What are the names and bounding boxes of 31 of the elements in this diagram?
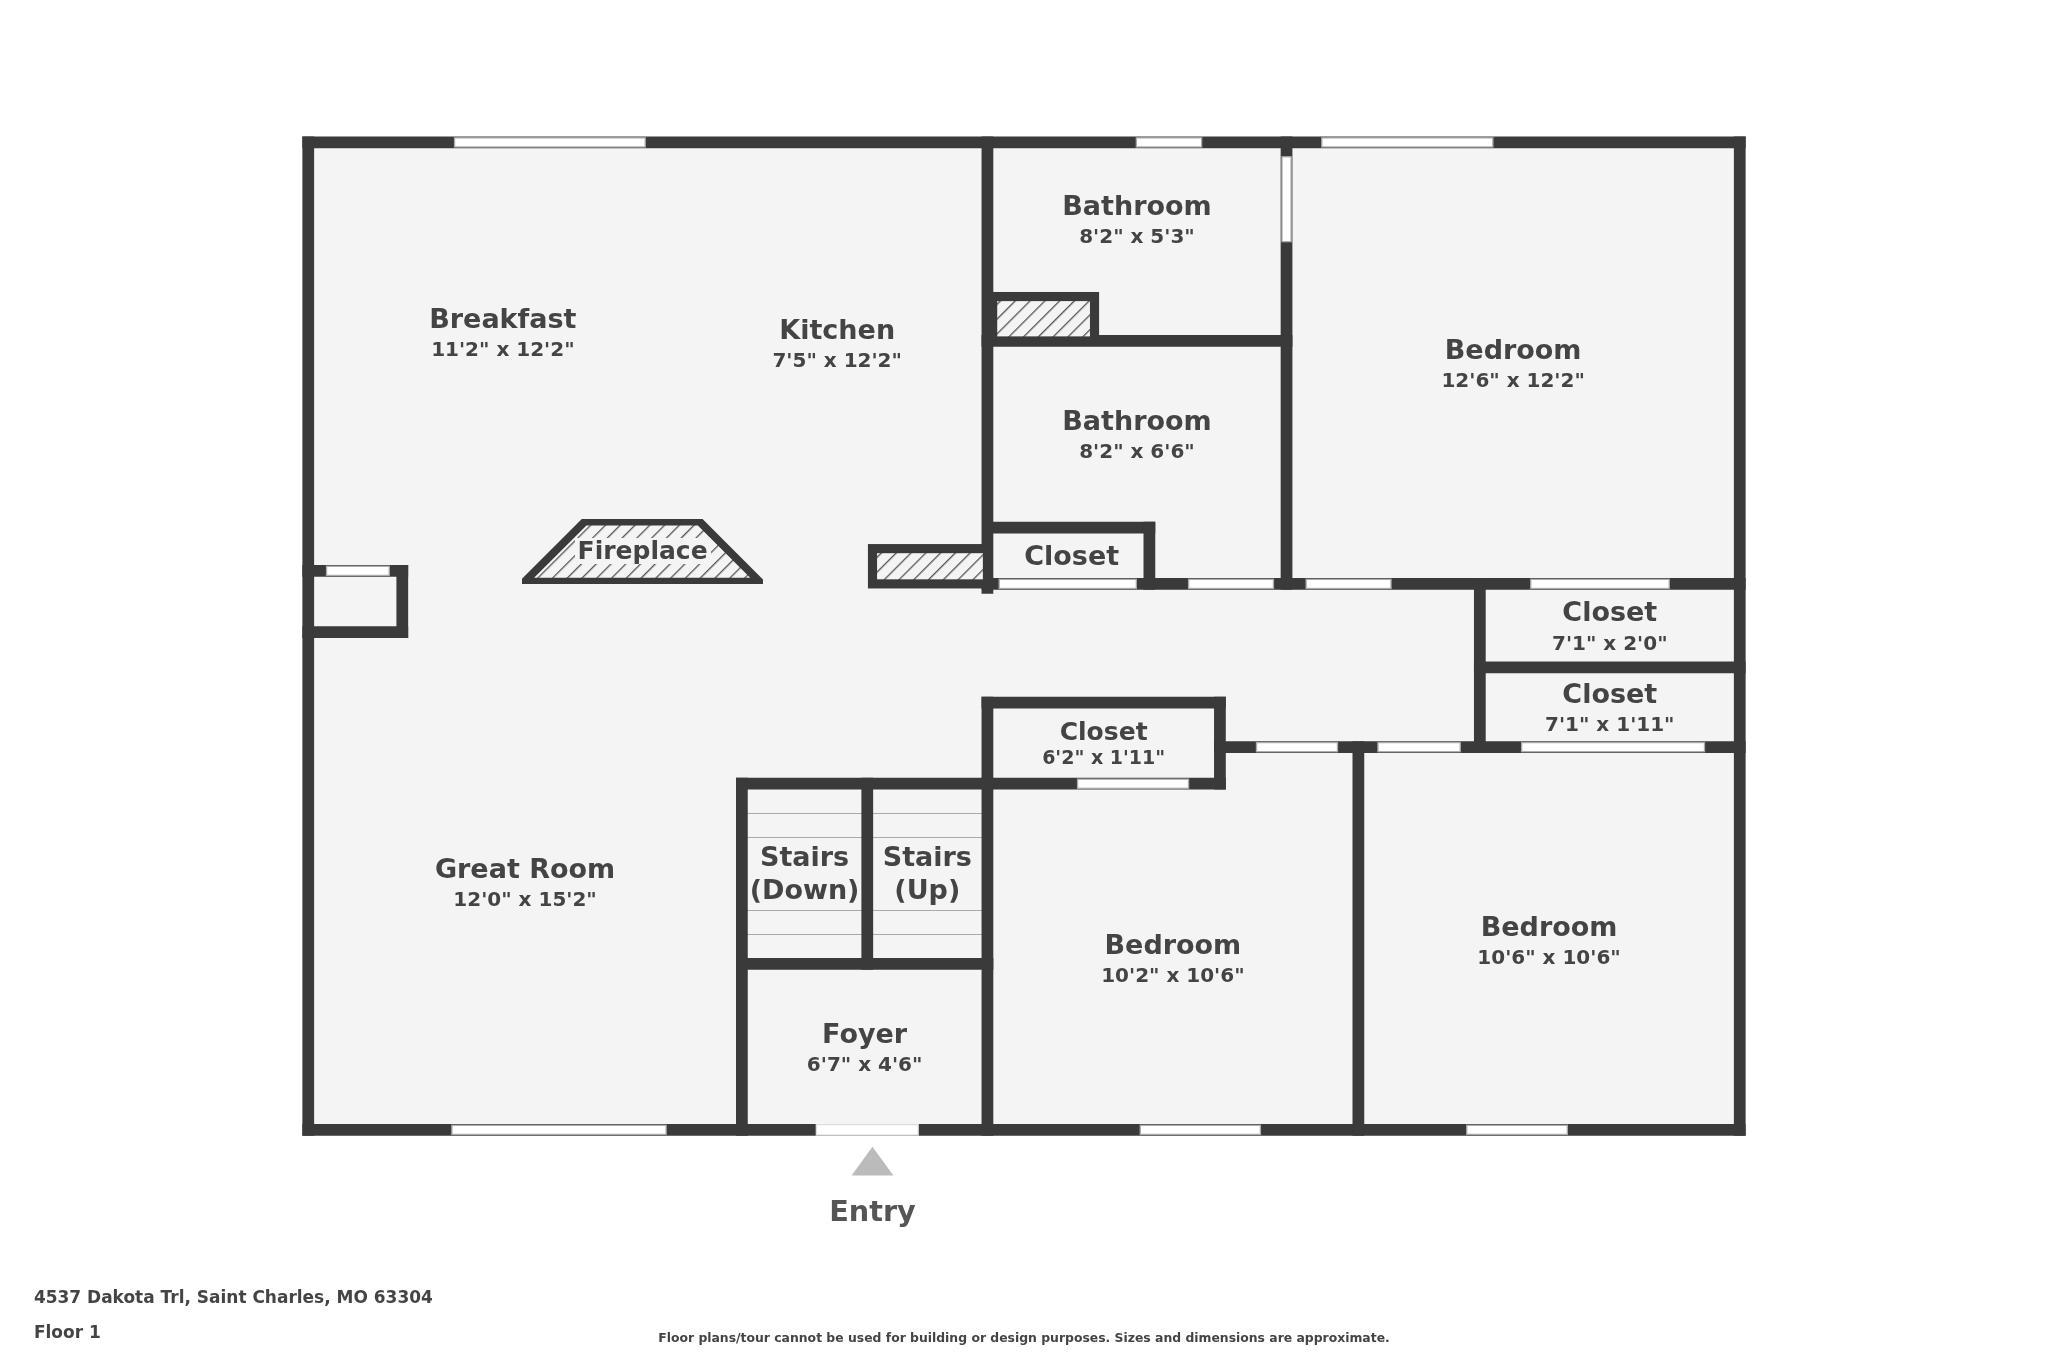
room-dimensions: 10'6" x 10'6" xyxy=(1477,944,1621,969)
room-dimensions: 12'0" x 15'2" xyxy=(453,887,597,912)
room-dimensions: 8'2" x 5'3" xyxy=(1079,223,1195,248)
disclaimer-note: Floor plans/tour cannot be used for building or design purposes. Sizes and dimensions are approximate. xyxy=(658,1330,1390,1345)
room-dimensions: 7'1" x 1'11" xyxy=(1545,712,1675,737)
room-name: Closet xyxy=(1024,540,1120,573)
room-dimensions: 12'6" x 12'2" xyxy=(1441,368,1585,393)
address-text: 4537 Dakota Trl, Saint Charles, MO 63304 xyxy=(33,1286,433,1307)
fireplace xyxy=(522,518,763,584)
room-dimensions: 11'2" x 12'2" xyxy=(431,336,575,361)
room-name: Kitchen xyxy=(779,313,896,347)
room-dimensions: 10'2" x 10'6" xyxy=(1101,963,1245,988)
entry-label: Entry xyxy=(829,1193,916,1228)
room-name: Bedroom xyxy=(1444,333,1582,367)
room-name: Bathroom xyxy=(1062,189,1212,222)
room-dimensions: 8'2" x 6'6" xyxy=(1079,439,1195,464)
room-dimensions: 7'5" x 12'2" xyxy=(772,348,902,373)
room-name: Closet xyxy=(1562,678,1658,711)
room-name: Great Room xyxy=(434,853,616,886)
room-name: Closet xyxy=(1059,717,1148,746)
floor-label: Floor 1 xyxy=(33,1322,101,1343)
room-name: Bathroom xyxy=(1062,405,1212,438)
room-name: Fireplace xyxy=(574,538,711,565)
room-name: Bedroom xyxy=(1480,910,1618,943)
room-name: Foyer xyxy=(822,1017,908,1051)
room-name: Bedroom xyxy=(1104,928,1242,962)
room-dimensions: 6'2" x 1'11" xyxy=(1042,747,1166,769)
room-dimensions: 6'7" x 4'6" xyxy=(806,1052,923,1077)
room-name: Closet xyxy=(1562,596,1658,629)
room-name: Breakfast xyxy=(429,302,577,335)
room-dimensions: 7'1" x 2'0" xyxy=(1552,630,1668,655)
